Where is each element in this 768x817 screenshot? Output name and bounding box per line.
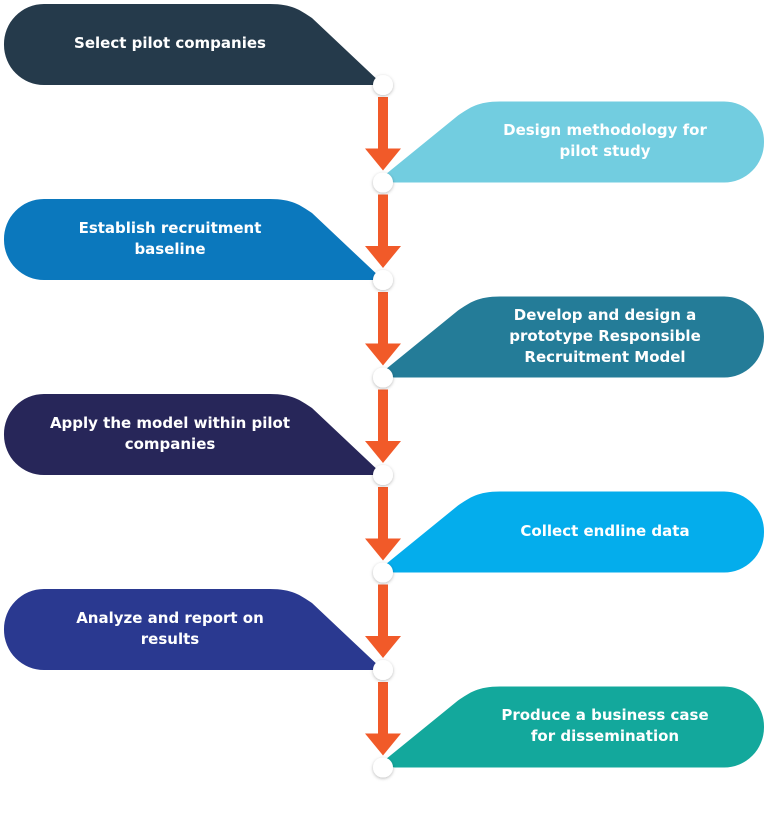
connector-dot-8 — [373, 757, 393, 778]
connector-dot-2 — [373, 172, 393, 193]
step-shape-8 — [383, 686, 765, 768]
arrow-head-7 — [365, 733, 401, 756]
arrow-shaft-1 — [378, 97, 388, 149]
arrow-head-6 — [365, 636, 401, 658]
arrow-head-3 — [365, 343, 401, 366]
arrow-head-2 — [365, 246, 401, 268]
connector-dot-6 — [373, 562, 393, 583]
connector-dot-7 — [373, 660, 393, 680]
connector-dot-4 — [373, 367, 393, 388]
step-shape-2 — [383, 101, 765, 183]
arrow-shaft-7 — [378, 682, 388, 734]
arrow-shaft-5 — [378, 487, 388, 539]
step-shape-3 — [3, 199, 384, 280]
step-shape-7 — [3, 589, 384, 670]
step-shape-5 — [3, 394, 384, 475]
arrow-shaft-6 — [378, 584, 388, 636]
arrow-head-1 — [365, 148, 401, 171]
arrow-head-5 — [365, 538, 401, 561]
arrow-shaft-2 — [378, 194, 388, 246]
step-shape-4 — [383, 296, 765, 378]
arrow-shaft-3 — [378, 292, 388, 344]
connector-dot-5 — [373, 465, 393, 485]
step-shape-6 — [383, 491, 765, 573]
arrow-head-4 — [365, 441, 401, 463]
connector-dot-1 — [373, 75, 393, 95]
connector-dot-3 — [373, 270, 393, 290]
arrow-shaft-4 — [378, 389, 388, 441]
step-shape-1 — [3, 3, 384, 85]
